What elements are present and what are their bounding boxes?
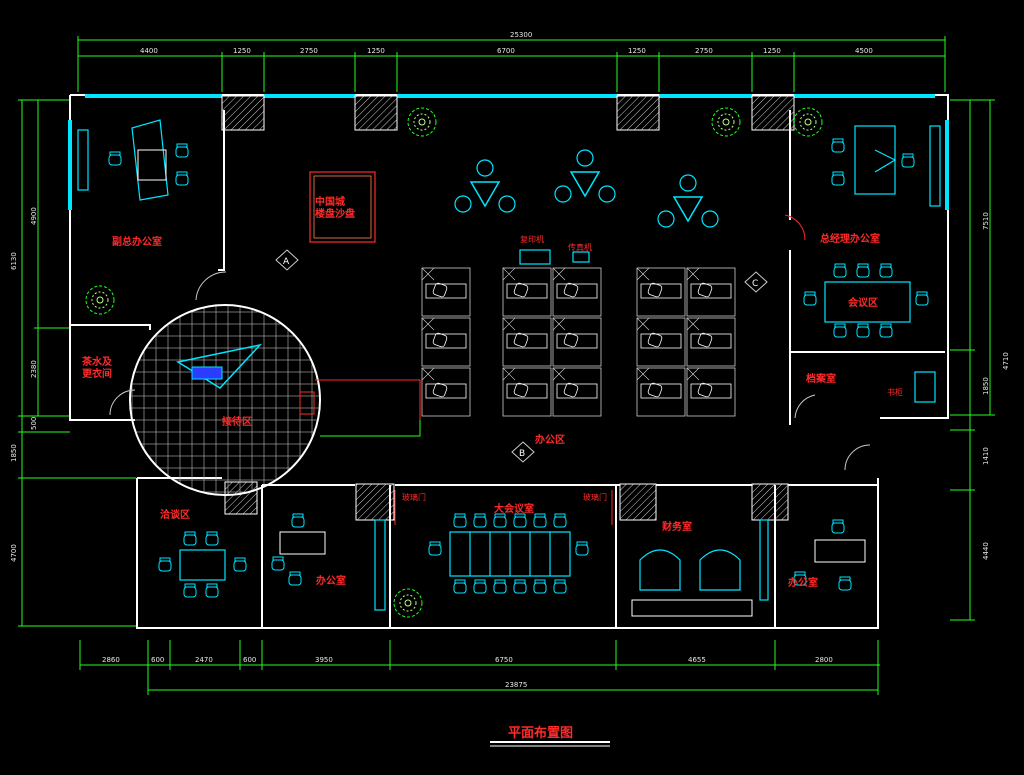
dim-top-seg: 6700 bbox=[497, 47, 515, 55]
label-glass-door-left: 玻璃门 bbox=[402, 492, 426, 502]
dim-bottom-seg: 2470 bbox=[195, 656, 213, 664]
lounge-tables bbox=[454, 149, 719, 228]
dim-top-overall: 25300 bbox=[510, 31, 532, 39]
label-cabinet: 书柜 bbox=[887, 387, 903, 397]
dim-bottom-seg: 2800 bbox=[815, 656, 833, 664]
label-office-left: 办公室 bbox=[316, 574, 346, 587]
dim-left: 2380 bbox=[30, 360, 38, 378]
dim-right: 4710 bbox=[1002, 352, 1010, 370]
left-office bbox=[271, 513, 386, 611]
doors bbox=[109, 214, 871, 525]
dim-top-seg: 1250 bbox=[367, 47, 385, 55]
dim-left: 4700 bbox=[10, 544, 18, 562]
axis-bubble-a: A bbox=[275, 249, 299, 271]
axis-bubble-b: B bbox=[511, 441, 535, 463]
big-meeting-room bbox=[428, 513, 589, 594]
svg-text:B: B bbox=[519, 449, 525, 459]
dim-right: 1850 bbox=[982, 377, 990, 395]
svg-text:C: C bbox=[752, 279, 758, 289]
label-sand-table: 中国城楼盘沙盘 bbox=[315, 195, 355, 220]
sand-table bbox=[309, 171, 376, 243]
reception-area bbox=[129, 304, 421, 496]
axis-bubble-c: C bbox=[744, 271, 768, 293]
label-gm: 总经理办公室 bbox=[820, 232, 880, 245]
label-glass-door-right: 玻璃门 bbox=[583, 492, 607, 502]
drawing-title: 平面布置图 bbox=[508, 725, 573, 741]
label-finance: 财务室 bbox=[661, 520, 692, 533]
label-office-right: 办公室 bbox=[788, 576, 818, 589]
negotiation-area bbox=[158, 531, 247, 598]
dim-left: 500 bbox=[30, 417, 38, 430]
label-archive: 档案室 bbox=[805, 372, 836, 385]
drawing-title-block: 平面布置图 bbox=[490, 725, 610, 747]
label-reception: 接待区 bbox=[222, 415, 252, 428]
dim-top-seg: 1250 bbox=[628, 47, 646, 55]
dimension-right: 7510 4710 1850 1410 4440 bbox=[950, 99, 1010, 621]
label-fax: 传真机 bbox=[568, 242, 592, 252]
dim-right: 7510 bbox=[982, 212, 990, 230]
dim-top-seg: 1250 bbox=[233, 47, 251, 55]
dim-bottom-seg: 4655 bbox=[688, 656, 706, 664]
label-negotiation: 洽谈区 bbox=[160, 508, 190, 521]
dim-top-seg: 2750 bbox=[695, 47, 713, 55]
label-big-meeting: 大会议室 bbox=[494, 502, 534, 515]
dim-right: 4440 bbox=[982, 542, 990, 560]
dimension-bottom: 23875 2860 600 2470 600 3950 6750 4655 2… bbox=[79, 640, 880, 695]
dim-left: 6130 bbox=[10, 252, 18, 270]
dim-bottom-seg: 600 bbox=[243, 656, 256, 664]
right-office bbox=[793, 519, 866, 591]
dim-right: 1410 bbox=[982, 447, 990, 465]
dimension-left: 4900 6130 2380 500 1850 4700 bbox=[10, 99, 136, 627]
dim-bottom-overall: 23875 bbox=[505, 681, 527, 689]
building-walls bbox=[68, 94, 949, 629]
dim-bottom-seg: 3950 bbox=[315, 656, 333, 664]
label-printer: 复印机 bbox=[520, 234, 544, 244]
gm-office bbox=[803, 125, 941, 403]
label-meeting: 会议区 bbox=[848, 296, 878, 309]
dim-top-seg: 2750 bbox=[300, 47, 318, 55]
svg-text:A: A bbox=[283, 257, 290, 267]
dim-bottom-seg: 6750 bbox=[495, 656, 513, 664]
dim-top-seg: 1250 bbox=[763, 47, 781, 55]
label-vice-gm: 副总办公室 bbox=[112, 235, 162, 248]
dim-left: 4900 bbox=[30, 207, 38, 225]
dim-left: 1850 bbox=[10, 444, 18, 462]
dim-top-seg: 4500 bbox=[855, 47, 873, 55]
label-tea: 茶水及更衣间 bbox=[81, 355, 113, 380]
finance-room bbox=[631, 519, 769, 617]
dim-bottom-seg: 600 bbox=[151, 656, 164, 664]
dim-bottom-seg: 2860 bbox=[102, 656, 120, 664]
workstations bbox=[421, 249, 736, 417]
axis-bubbles: A B C bbox=[275, 249, 768, 463]
room-labels: 副总办公室 总经理办公室 会议区 档案室 茶水及更衣间 接待区 洽谈区 办公室 … bbox=[81, 195, 903, 589]
vice-gm-office bbox=[77, 107, 823, 618]
dim-top-seg: 4400 bbox=[140, 47, 158, 55]
dimension-top: 25300 4400 1250 2750 1250 6700 1250 2750… bbox=[77, 31, 946, 92]
label-open-office: 办公区 bbox=[535, 433, 565, 446]
